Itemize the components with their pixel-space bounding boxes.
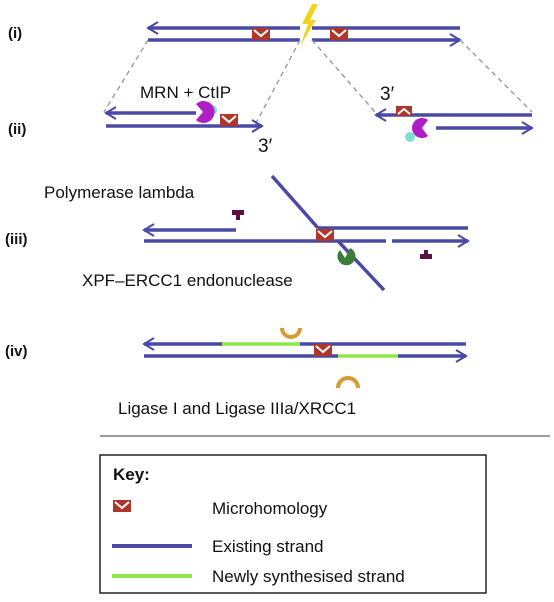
step-label-ii: (ii)	[8, 121, 26, 138]
microhomology-icon	[396, 106, 412, 116]
polymerase-icon-stem	[236, 214, 240, 220]
step-i-dna	[146, 21, 462, 47]
expansion-lines	[103, 39, 533, 126]
microhomology-icon	[330, 28, 348, 40]
mrn-icon	[196, 101, 215, 124]
three-prime-label-left: 3′	[258, 136, 273, 157]
step-iii-dna	[142, 174, 470, 292]
ligase-icon	[336, 376, 360, 389]
step-labels: (i) (ii) (iii) (iv)	[5, 25, 28, 360]
double-strand-break-icon	[300, 4, 318, 46]
key-microhomology-label: Microhomology	[212, 499, 328, 518]
xpf-ercc1-label: XPF–ERCC1 endonuclease	[82, 271, 293, 290]
microhomology-icon	[252, 28, 270, 40]
microhomology-icon	[314, 344, 332, 356]
step-label-iv: (iv)	[5, 343, 28, 360]
key-new-strand-label: Newly synthesised strand	[212, 567, 405, 586]
microhomology-icon	[316, 229, 334, 241]
xpf-ercc1-icon	[337, 248, 356, 266]
polymerase-label: Polymerase lambda	[44, 183, 195, 202]
ligase-label: Ligase I and Ligase IIIa/XRCC1	[118, 399, 356, 418]
polymerase-icon-stem	[424, 250, 428, 256]
microhomology-icon	[220, 114, 238, 126]
ctip-icon	[405, 132, 415, 142]
key-title: Key:	[113, 465, 150, 484]
polymerase-icon	[420, 254, 432, 259]
step-ii-left-dna	[104, 106, 264, 133]
ligase-icon	[280, 327, 302, 339]
key-microhomology-icon	[113, 500, 131, 512]
step-iv-dna	[142, 337, 468, 363]
strand-arrowhead	[146, 21, 159, 35]
step-label-i: (i)	[8, 25, 22, 42]
key-existing-strand-label: Existing strand	[212, 537, 324, 556]
mrn-icon	[412, 118, 428, 138]
mrn-ctip-label: MRN + CtIP	[140, 83, 231, 102]
three-prime-label-right: 3′	[380, 84, 395, 105]
polymerase-icon	[232, 210, 244, 215]
step-label-iii: (iii)	[5, 231, 28, 248]
key-box: Key: Microhomology Existing strand Newly…	[99, 454, 487, 594]
